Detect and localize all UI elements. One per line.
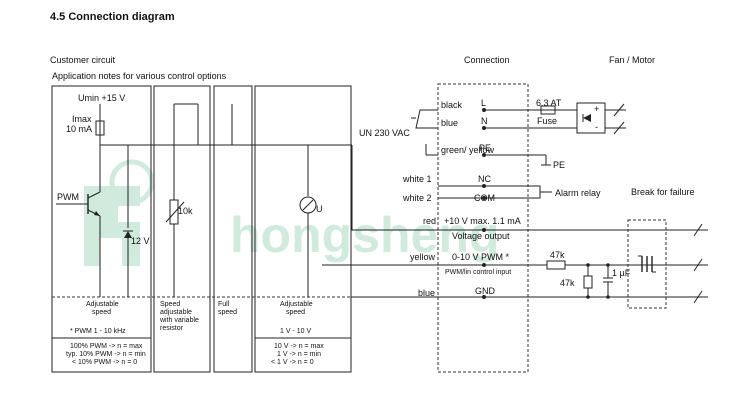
conn-left-1: blue — [441, 118, 458, 128]
panel-frame-2 — [153, 85, 211, 373]
panel4-label-line1: Adjustable — [280, 301, 313, 308]
fuse-label: Fuse — [537, 116, 557, 126]
conn-left-4: white 2 — [402, 193, 432, 203]
conn-left-3: white 1 — [402, 174, 432, 184]
panel4-range: 1 V - 10 V — [280, 328, 311, 335]
conn-left-5: red — [423, 216, 436, 226]
svg-text:+: + — [594, 104, 599, 114]
current-limit-resistor — [95, 120, 105, 136]
panel3-label-line2: speed — [218, 309, 237, 316]
svg-text:-: - — [595, 122, 598, 132]
application-notes-heading: Application notes for various control op… — [52, 71, 227, 81]
zener-label: 12 V — [131, 236, 150, 246]
watermark-logo — [84, 159, 155, 266]
panel2-label-line4: resistor — [160, 325, 184, 332]
panel1-label-line2: speed — [92, 309, 111, 316]
voltmeter-label: U — [316, 204, 323, 214]
transistor-symbol — [86, 191, 101, 217]
zener-diode-symbol — [123, 230, 133, 238]
panel1-extra-2: typ. 10% PWM -> n = min — [66, 351, 146, 358]
pe-label: PE — [553, 160, 565, 170]
panel2-label-line2: adjustable — [160, 309, 192, 316]
panel4-extra-2: 1 V -> n = min — [277, 351, 321, 358]
imax-label-2: 10 mA — [66, 124, 92, 134]
watermark-text: hongsheng — [230, 207, 499, 263]
panel4-extra-3: < 1 V -> n = 0 — [271, 359, 314, 366]
panel1-extra-3: < 10% PWM -> n = 0 — [72, 359, 137, 366]
connection-heading: Connection — [464, 55, 510, 65]
resistor-47k-shunt — [583, 275, 593, 289]
conn-left-7: blue — [418, 288, 435, 298]
pwm-label: PWM — [57, 192, 79, 202]
potentiometer-symbol — [169, 199, 179, 225]
conn-center-3: NC — [478, 174, 491, 184]
panel-frame-4 — [254, 85, 352, 373]
conn-center-1: N — [481, 116, 488, 126]
alarm-relay-label: Alarm relay — [555, 188, 601, 198]
panel1-extra-1: 100% PWM -> n = max — [70, 343, 143, 350]
section-title: 4.5 Connection diagram — [50, 11, 175, 23]
panel-frame-1 — [51, 85, 152, 373]
resistor-47k-series — [546, 260, 566, 270]
panel-frame-3 — [213, 85, 253, 373]
panel3-label-line1: Full — [218, 301, 230, 308]
potentiometer-label: 10k — [178, 206, 193, 216]
conn-center-4: COM — [474, 193, 495, 203]
connection-box — [437, 83, 529, 373]
conn-center-0: L — [481, 98, 486, 108]
panel1-label-line1: Adjustable — [86, 301, 119, 308]
umin-label: Umin +15 V — [78, 93, 125, 103]
break-relay-box — [627, 219, 667, 309]
conn-sub-6: PWM/lin control input — [445, 269, 511, 276]
imax-label-1: Imax — [72, 114, 92, 124]
panel2-label-line1: Speed — [160, 301, 180, 308]
resistor-47k-shunt-label: 47k — [560, 278, 575, 288]
panel4-label-line2: speed — [286, 309, 305, 316]
panel4-extra-1: 10 V -> n = max — [274, 343, 324, 350]
conn-center-2: PE — [479, 143, 491, 153]
break-for-failure-heading: Break for failure — [631, 187, 695, 197]
panel1-pwm-note: * PWM 1 - 10 kHz — [70, 328, 126, 335]
fan-motor-heading: Fan / Motor — [609, 55, 655, 65]
motor-rectifier-box — [576, 102, 606, 134]
conn-center-7: GND — [475, 286, 496, 296]
conn-center-6: 0-10 V PWM * — [452, 252, 510, 262]
capacitor-label: 1 µF — [612, 268, 631, 278]
mains-voltage: UN 230 VAC — [359, 128, 410, 138]
conn-left-6: yellow — [410, 252, 436, 262]
relay-contact-symbol — [638, 255, 656, 273]
customer-circuit-heading: Customer circuit — [50, 55, 116, 65]
resistor-47k-series-label: 47k — [550, 250, 565, 260]
conn-sub-5: Voltage output — [452, 231, 510, 241]
panel2-label-line3: with variable — [159, 317, 199, 324]
conn-left-0: black — [441, 100, 463, 110]
conn-center-5: +10 V max. 1.1 mA — [444, 216, 521, 226]
fuse-rating: 6.3 AT — [536, 98, 562, 108]
conn-left-2: green/ yellow — [441, 145, 495, 155]
